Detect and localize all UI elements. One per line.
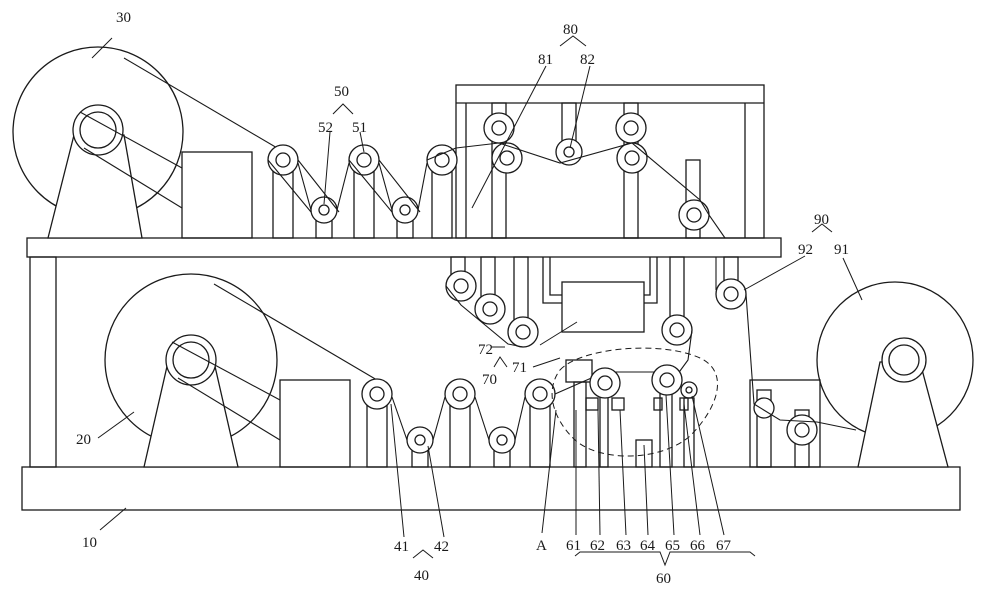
label-66: 66 — [690, 538, 706, 554]
label-30: 30 — [116, 10, 131, 26]
label-62: 62 — [590, 538, 605, 554]
label-70: 70 — [482, 372, 497, 388]
label-42: 42 — [434, 539, 449, 555]
label-65: 65 — [665, 538, 680, 554]
upper-drive-box — [181, 151, 253, 239]
upper-cabinet-rollers — [455, 102, 726, 239]
label-82: 82 — [580, 52, 595, 68]
label-41: 41 — [394, 539, 409, 555]
label-67: 67 — [716, 538, 732, 554]
label-61: 61 — [566, 538, 581, 554]
upper-reel-stand — [47, 134, 143, 239]
label-80: 80 — [563, 22, 578, 38]
label-71: 71 — [512, 360, 527, 376]
cutting-device — [551, 347, 718, 468]
middle-roller-group — [445, 256, 693, 376]
label-40: 40 — [414, 568, 429, 584]
base-frame — [21, 466, 961, 511]
label-63: 63 — [616, 538, 631, 554]
frame-post-left-outer — [29, 256, 57, 468]
upper-platform — [26, 237, 782, 258]
label-72: 72 — [478, 342, 493, 358]
upper-roller-train — [267, 144, 458, 239]
label-20: 20 — [76, 432, 91, 448]
label-52: 52 — [318, 120, 333, 136]
label-51: 51 — [352, 120, 367, 136]
label-91: 91 — [834, 242, 849, 258]
label-90: 90 — [814, 212, 829, 228]
lower-drive-box — [279, 379, 351, 468]
label-64: 64 — [640, 538, 656, 554]
region-A-outline — [551, 347, 718, 457]
label-60: 60 — [656, 571, 671, 587]
label-50: 50 — [334, 84, 349, 100]
right-guide-rollers — [715, 256, 857, 468]
label-10: 10 — [82, 535, 97, 551]
leader-lines — [91, 35, 863, 567]
motor-box — [561, 281, 645, 333]
lower-roller-train — [361, 371, 668, 468]
reference-numerals: 30 20 10 50 52 51 80 81 82 90 92 91 72 7… — [76, 10, 849, 587]
label-92: 92 — [798, 242, 813, 258]
label-A: A — [536, 538, 547, 554]
label-81: 81 — [538, 52, 553, 68]
